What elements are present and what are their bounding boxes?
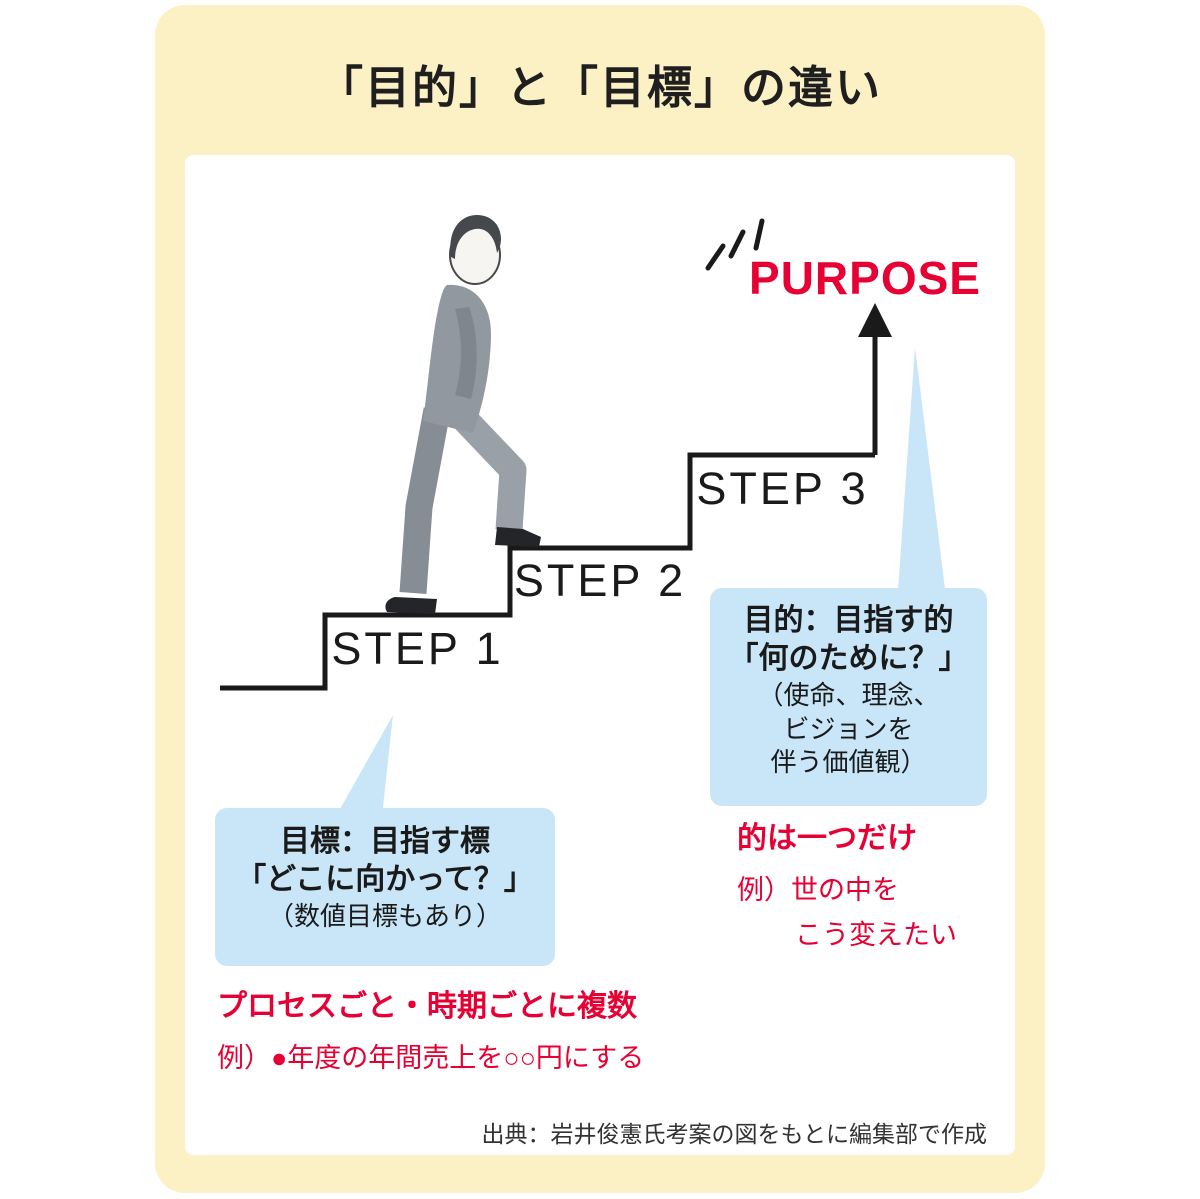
purpose-bubble-line2: 「何のために？」 xyxy=(728,642,969,676)
diagram-panel: STEP 1 STEP 2 STEP 3 PURPOSE 目的：目指す的 「何の… xyxy=(185,155,1015,1155)
man-front-shoe xyxy=(495,527,541,547)
purpose-arrow-head xyxy=(858,303,892,337)
man-back-shoe xyxy=(385,597,437,614)
staircase-line xyxy=(220,452,875,691)
goal-bubble-line2: 「どこに向かって？」 xyxy=(236,863,534,897)
goal-bubble-tail xyxy=(331,715,393,825)
man-jacket xyxy=(423,284,491,433)
purpose-bubble-line3: （使命、理念、 xyxy=(757,679,940,710)
purpose-bubble-line1: 目的：目指す的 xyxy=(743,604,954,637)
purpose-label: PURPOSE xyxy=(749,252,981,304)
purpose-note-heading: 的は一つだけ xyxy=(737,822,917,855)
goal-bubble-line3: （数値目標もあり） xyxy=(267,900,502,931)
goal-note-example: 例）●年度の年間売上を○○円にする xyxy=(217,1043,645,1073)
step-1-label: STEP 1 xyxy=(331,623,504,674)
purpose-bubble-tail xyxy=(897,347,947,605)
emphasis-marks-icon xyxy=(705,218,765,271)
goal-note: プロセスごと・時期ごとに複数 例）●年度の年間売上を○○円にする xyxy=(217,981,644,1075)
man-back-leg xyxy=(399,407,451,594)
diagram-drawing xyxy=(220,215,947,825)
purpose-note: 的は一つだけ 例）世の中を こう変えたい xyxy=(737,813,957,952)
goal-note-heading: プロセスごと・時期ごとに複数 xyxy=(217,990,637,1023)
page-title: 「目的」と「目標」の違い xyxy=(317,62,882,113)
climbing-man-illustration xyxy=(385,215,541,614)
step-2-label: STEP 2 xyxy=(513,555,687,606)
purpose-bubble: 目的：目指す的 「何のために？」 （使命、理念、 ビジョンを 伴う価値観） xyxy=(710,588,987,806)
goal-bubble-line1: 目標：目指す標 xyxy=(280,825,490,858)
cream-frame: 「目的」と「目標」の違い xyxy=(155,5,1045,1193)
man-arm xyxy=(455,307,477,399)
purpose-bubble-line5: 伴う価値観） xyxy=(770,747,927,778)
source-credit: 出典：岩井俊憲氏考案の図をもとに編集部で作成 xyxy=(481,1121,987,1147)
purpose-note-example-line2: こう変えたい xyxy=(795,920,957,950)
purpose-note-example-line1: 例）世の中を xyxy=(737,875,899,905)
goal-bubble: 目標：目指す標 「どこに向かって？」 （数値目標もあり） xyxy=(215,808,555,966)
man-hair xyxy=(450,215,501,259)
purpose-bubble-line4: ビジョンを xyxy=(783,713,914,744)
step-3-label: STEP 3 xyxy=(696,463,869,514)
